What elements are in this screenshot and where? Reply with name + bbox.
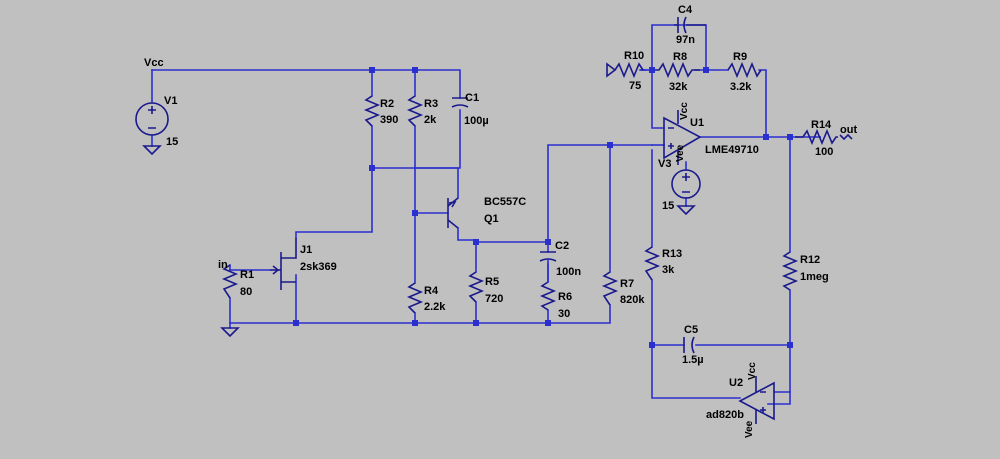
opamp-u1: U1 LME49710 Vcc Vee [663, 102, 759, 165]
r5-label: R5 [485, 276, 499, 288]
resistor-r3: R3 2k [406, 95, 438, 127]
v3-value: 15 [662, 200, 674, 212]
r5-value: 720 [485, 293, 503, 305]
u1-label: U1 [690, 117, 704, 129]
opamp-u2: U2 ad820b Vcc Vee [706, 362, 775, 438]
r10-value: 75 [629, 80, 641, 92]
wires [151, 24, 821, 405]
jfet-j1: J1 2sk369 [270, 238, 337, 290]
out-net-label: out [840, 124, 857, 136]
resistor-r4: R4 2.2k [406, 282, 446, 314]
c5-label: C5 [684, 324, 698, 336]
r1-value: 80 [240, 286, 252, 298]
u2-vee-pin: Vee [744, 420, 755, 438]
resistor-r10: R10 75 [606, 50, 644, 92]
resistor-r1: R1 80 in [218, 259, 254, 338]
u2-value: ad820b [706, 409, 744, 421]
r14-label: R14 [811, 119, 832, 131]
resistor-r14: R14 100 out [795, 119, 857, 158]
r7-label: R7 [620, 278, 634, 290]
c4-label: C4 [678, 4, 693, 16]
vcc-net-label: Vcc [144, 57, 164, 69]
capacitor-c4: C4 97n [674, 4, 706, 46]
r6-label: R6 [558, 291, 572, 303]
u1-value: LME49710 [705, 144, 759, 156]
r4-value: 2.2k [424, 301, 446, 313]
r3-value: 2k [424, 114, 437, 126]
resistor-r2: R2 390 [363, 95, 398, 127]
in-net-label: in [218, 259, 228, 271]
r2-label: R2 [380, 98, 394, 110]
c2-value: 100n [556, 266, 581, 278]
v1-value: 15 [166, 136, 178, 148]
c1-label: C1 [465, 92, 479, 104]
c4-value: 97n [676, 34, 695, 46]
r4-label: R4 [424, 285, 439, 297]
capacitor-c1: C1 100µ [451, 92, 489, 127]
r10-label: R10 [624, 50, 644, 62]
resistor-r13: R13 3k [643, 246, 682, 281]
r12-value: 1meg [800, 271, 829, 283]
r3-label: R3 [424, 98, 438, 110]
bjt-q1: BC557C Q1 [447, 196, 526, 229]
r8-label: R8 [673, 51, 687, 63]
c2-label: C2 [555, 240, 569, 252]
capacitor-c2: C2 100n [539, 240, 581, 283]
r13-value: 3k [662, 264, 675, 276]
r13-label: R13 [662, 248, 682, 260]
v1-source: V1 15 Vcc [135, 57, 178, 156]
r9-label: R9 [733, 51, 747, 63]
r6-value: 30 [558, 308, 570, 320]
r9-value: 3.2k [730, 81, 752, 93]
u2-vcc-pin: Vcc [747, 362, 758, 380]
u2-label: U2 [729, 377, 743, 389]
resistor-r12: R12 1meg [781, 251, 829, 291]
c1-value: 100µ [464, 115, 489, 127]
c5-value: 1.5µ [682, 354, 704, 366]
q1-value: BC557C [484, 196, 526, 208]
u1-vcc-pin: Vcc [679, 102, 690, 120]
j1-value: 2sk369 [300, 261, 337, 273]
u1-vee-pin: Vee [675, 144, 686, 162]
resistor-r5: R5 720 [467, 271, 503, 305]
v3-source: V3 15 [658, 158, 701, 216]
r2-value: 390 [380, 114, 398, 126]
junctions [293, 67, 793, 348]
r12-label: R12 [800, 254, 820, 266]
r8-value: 32k [669, 81, 688, 93]
r14-value: 100 [815, 146, 833, 158]
j1-label: J1 [300, 244, 312, 256]
r7-value: 820k [620, 294, 645, 306]
resistor-r6: R6 30 [539, 281, 572, 320]
capacitor-c5: C5 1.5µ [682, 324, 704, 366]
resistor-r9: R9 3.2k [727, 51, 762, 93]
resistor-r7: R7 820k [601, 271, 645, 306]
r1-label: R1 [240, 269, 254, 281]
v1-label: V1 [164, 95, 177, 107]
v3-label: V3 [658, 158, 671, 170]
resistor-r8: R8 32k [655, 51, 700, 93]
q1-label: Q1 [484, 213, 499, 225]
